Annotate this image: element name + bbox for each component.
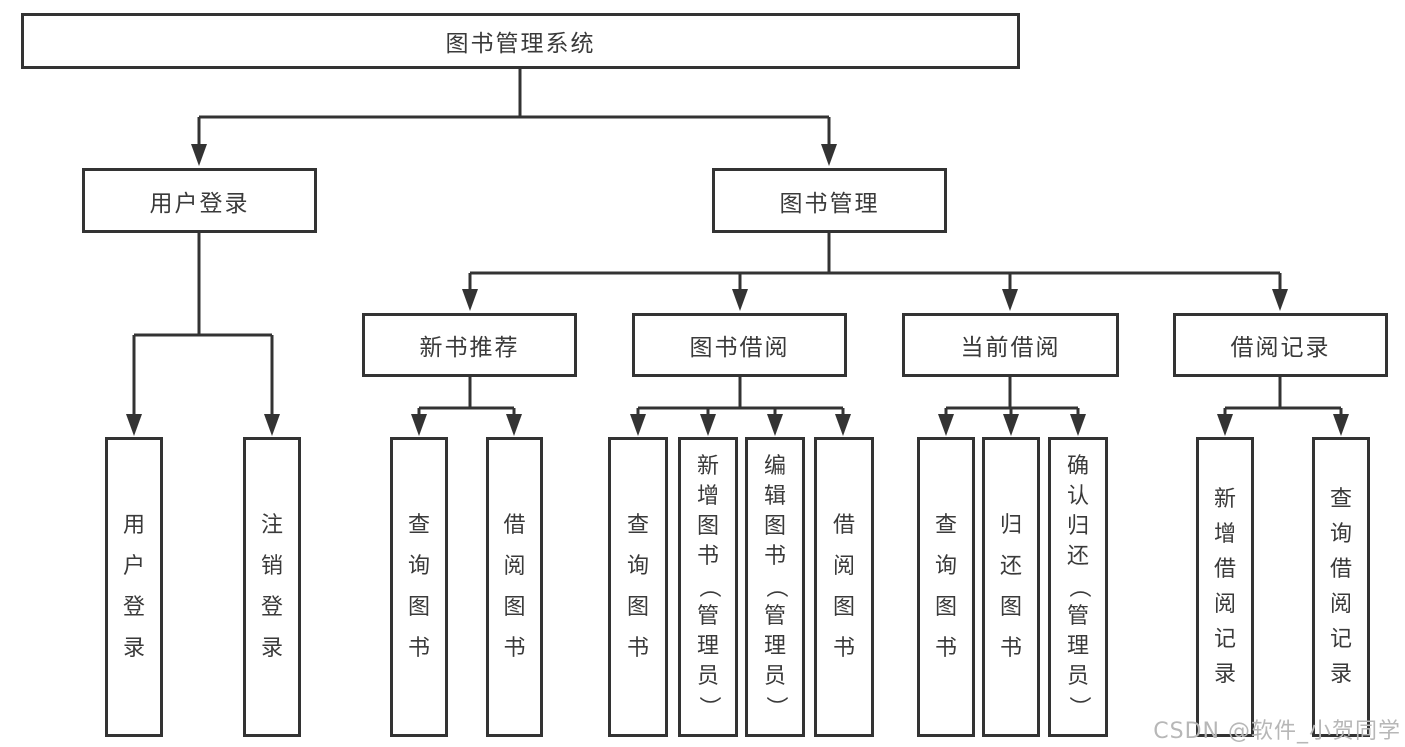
node-library-management-system: 图书管理系统 (21, 13, 1020, 69)
leaf-borrow-books-1: 借阅图书 (486, 437, 543, 737)
csdn-watermark: CSDN @软件_小贺同学 (1153, 719, 1401, 744)
node-label: 图书管理 (779, 190, 880, 217)
node-label: 新书推荐 (419, 335, 520, 361)
node-label: 新增图书（管理员） (695, 454, 721, 719)
node-label: 图书管理系统 (445, 31, 596, 57)
node-book-management: 图书管理 (712, 168, 947, 233)
node-label: 新增借阅记录 (1213, 486, 1236, 687)
leaf-query-borrow-record: 查询借阅记录 (1312, 437, 1370, 737)
node-label: 注销登录 (260, 512, 283, 661)
leaf-query-books-2: 查询图书 (608, 437, 668, 737)
node-label: 借阅图书 (503, 512, 526, 661)
node-book-borrow: 图书借阅 (632, 313, 847, 377)
leaf-edit-books-admin: 编辑图书（管理员） (745, 437, 805, 737)
node-label: 借阅图书 (832, 512, 855, 661)
leaf-add-books-admin: 新增图书（管理员） (678, 437, 738, 737)
node-label: 图书借阅 (689, 335, 790, 361)
node-label: 查询图书 (934, 512, 957, 661)
node-label: 归还图书 (999, 512, 1022, 661)
node-label: 用户登录 (149, 190, 250, 217)
node-current-borrow: 当前借阅 (902, 313, 1119, 377)
leaf-query-books-1: 查询图书 (390, 437, 448, 737)
node-label: 编辑图书（管理员） (762, 454, 788, 719)
node-label: 查询借阅记录 (1329, 486, 1352, 687)
leaf-confirm-return-admin: 确认归还（管理员） (1048, 437, 1108, 737)
node-label: 查询图书 (626, 512, 649, 661)
node-label: 借阅记录 (1230, 335, 1331, 361)
node-new-book-recommend: 新书推荐 (362, 313, 577, 377)
node-label: 当前借阅 (960, 335, 1061, 361)
node-label: 用户登录 (122, 512, 145, 661)
node-label: 确认归还（管理员） (1065, 454, 1091, 719)
leaf-query-books-3: 查询图书 (917, 437, 975, 737)
leaf-add-borrow-record: 新增借阅记录 (1196, 437, 1254, 737)
leaf-borrow-books-2: 借阅图书 (814, 437, 874, 737)
leaf-user-login: 用户登录 (105, 437, 163, 737)
node-label: 查询图书 (407, 512, 430, 661)
leaf-logout: 注销登录 (243, 437, 301, 737)
node-borrow-records: 借阅记录 (1173, 313, 1388, 377)
leaf-return-books: 归还图书 (982, 437, 1040, 737)
node-user-login: 用户登录 (82, 168, 317, 233)
